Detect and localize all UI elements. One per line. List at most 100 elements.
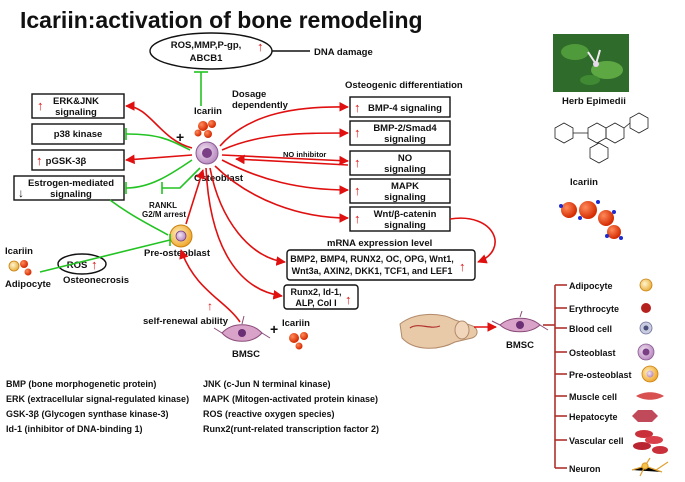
abbreviations: BMP (bone morphogenetic protein) ERK (ex… <box>6 379 379 434</box>
osteoblast-to-wnt <box>214 165 349 223</box>
right-box-text: BMP-2/Smad4 <box>373 123 437 134</box>
icariin-structure-icon <box>554 112 649 164</box>
right-box-text: NO <box>398 153 412 164</box>
icariin-large-molecule-icon <box>559 200 623 240</box>
bmsc-cell-icon <box>213 315 271 342</box>
abbrev-id1: Id-1 (inhibitor of DNA-binding 1) <box>6 424 142 434</box>
icariin-center-label: Icariin <box>194 106 222 117</box>
cell-type-neuron: Neuron <box>555 457 669 477</box>
right-box-text: Wnt/β-catenin <box>374 209 437 220</box>
osteoblast-to-pgsk <box>125 154 193 165</box>
cell-type-erythrocyte: Erythrocyte <box>555 303 651 314</box>
osteonecrosis-label: Osteonecrosis <box>63 275 129 286</box>
bmsc-label: BMSC <box>232 349 260 360</box>
estrogen-to-pre-osteoblast <box>109 199 169 236</box>
runx2-line1: Runx2, Id-1, <box>290 287 341 297</box>
rankl-inhibit <box>162 167 201 189</box>
osteogenic-title: Osteogenic differentiation <box>345 80 463 91</box>
left-box-text: Estrogen-mediated <box>28 178 114 189</box>
mrna-line2: Wnt3a, AXIN2, DKK1, TCF1, and LEF1 <box>292 266 453 276</box>
osteoblast-label: Osteoblast <box>194 173 244 184</box>
down-arrow-icon: ↓ <box>18 186 24 200</box>
ros-small-label: ROS <box>67 260 88 271</box>
cell-type-label: Adipocyte <box>569 281 613 291</box>
up-arrow-icon: ↑ <box>354 183 361 198</box>
plus-sign: + <box>176 129 184 145</box>
up-arrow-icon: ↑ <box>91 257 98 272</box>
icariin-molecule-icon <box>289 332 308 350</box>
up-arrow-icon: ↑ <box>207 299 213 313</box>
erythrocyte-icon <box>641 303 651 313</box>
ros-ellipse-line2: ABCB1 <box>190 53 223 64</box>
icariin-structure-label: Icariin <box>570 177 598 188</box>
pre-to-osteoblast <box>185 169 205 225</box>
cell-type-vascular-cell: Vascular cell <box>555 430 668 454</box>
right-box-text: signaling <box>384 220 426 231</box>
rankl-line2: G2/M arrest <box>142 210 186 219</box>
up-arrow-icon: ↑ <box>354 100 361 115</box>
cell-type-label: Neuron <box>569 464 601 474</box>
bmsc-right-label: BMSC <box>506 340 534 351</box>
up-arrow-icon: ↑ <box>345 292 352 307</box>
cell-type-muscle-cell: Muscle cell <box>555 392 664 402</box>
osteoblast-to-mrna <box>209 167 286 266</box>
abbrev-bmp: BMP (bone morphogenetic protein) <box>6 379 156 389</box>
cell-type-hepatocyte: Hepatocyte <box>555 410 658 422</box>
osteoblast-to-mapk <box>221 159 349 195</box>
right-box-text: BMP-4 signaling <box>368 103 442 114</box>
abbrev-mapk: MAPK (Mitogen-activated protein kinase) <box>203 394 378 404</box>
self-renewal-label: self-renewal ability <box>143 316 229 327</box>
left-box-text: pGSK-3β <box>46 156 87 167</box>
hepatocyte-icon <box>632 410 658 422</box>
runx2-box: Runx2, Id-1, ALP, Col I ↑ <box>283 284 359 310</box>
adipocyte-icariin-label: Icariin <box>5 246 33 257</box>
right-box-text: signaling <box>384 192 426 203</box>
left-box-p38: p38 kinase <box>31 123 125 145</box>
rankl-line1: RANKL <box>149 201 177 210</box>
mrna-box: BMP2, BMP4, RUNX2, OC, OPG, Wnt1, Wnt3a,… <box>286 249 476 281</box>
adipocyte-to-pre-inhibit <box>39 239 171 273</box>
muscle-cell-icon <box>636 392 664 400</box>
ros-ellipse-line1: ROS,MMP,P-gp, <box>171 40 242 51</box>
bone-icon <box>399 314 478 349</box>
mrna-title: mRNA expression level <box>327 238 432 249</box>
cell-type-label: Blood cell <box>569 324 612 334</box>
right-box-mapk: ↑ MAPK signaling <box>349 178 451 204</box>
right-box-text: signaling <box>384 164 426 175</box>
up-arrow-icon: ↑ <box>354 211 361 226</box>
dosage-line1: Dosage <box>232 89 266 100</box>
cell-type-label: Osteoblast <box>569 348 616 358</box>
herb-epimedii-image <box>553 34 629 92</box>
bmsc-icariin-label: Icariin <box>282 318 310 329</box>
left-box-estrogen: Estrogen-mediated signaling ↓ <box>13 175 125 201</box>
dosage-line2: dependently <box>232 100 289 111</box>
cell-type-blood-cell: Blood cell <box>555 321 653 335</box>
icariin-molecule-icon <box>8 260 32 276</box>
icariin-molecule-icon <box>194 120 216 138</box>
up-arrow-icon: ↑ <box>36 153 43 168</box>
adipocyte-icon <box>639 278 653 292</box>
left-box-text: p38 kinase <box>54 129 103 140</box>
bmsc-to-pre-osteoblast <box>179 249 241 323</box>
cell-type-label: Pre-osteoblast <box>569 370 632 380</box>
right-box-no: ↑ NO signaling <box>349 150 451 176</box>
bmsc-right-cell-icon <box>491 310 549 333</box>
no-feedback <box>235 154 349 166</box>
right-box-bmp2: ↑ BMP-2/Smad4 signaling <box>349 120 451 146</box>
page-title: Icariin:activation of bone remodeling <box>20 7 423 33</box>
pre-osteoblast-cell-icon <box>169 224 193 248</box>
no-inhibitor-label: NO inhibitor <box>283 150 326 159</box>
pre-osteoblast-label: Pre-osteoblast <box>144 248 211 259</box>
adipocyte-label: Adipocyte <box>5 279 51 290</box>
herb-label: Herb Epimedii <box>562 96 626 107</box>
neuron-icon <box>631 457 669 477</box>
abbrev-gsk: GSK-3β (Glycogen synthase kinase-3) <box>6 409 169 419</box>
right-box-wnt: ↑ Wnt/β-catenin signaling <box>349 206 451 232</box>
cell-type-label: Muscle cell <box>569 392 617 402</box>
osteoblast-to-bmp4 <box>219 102 349 147</box>
left-box-pgsk: ↑ pGSK-3β <box>31 149 125 171</box>
osteoblast-to-p38 <box>125 133 191 151</box>
wnt-to-mrna <box>449 217 496 264</box>
up-arrow-icon: ↑ <box>37 98 44 113</box>
